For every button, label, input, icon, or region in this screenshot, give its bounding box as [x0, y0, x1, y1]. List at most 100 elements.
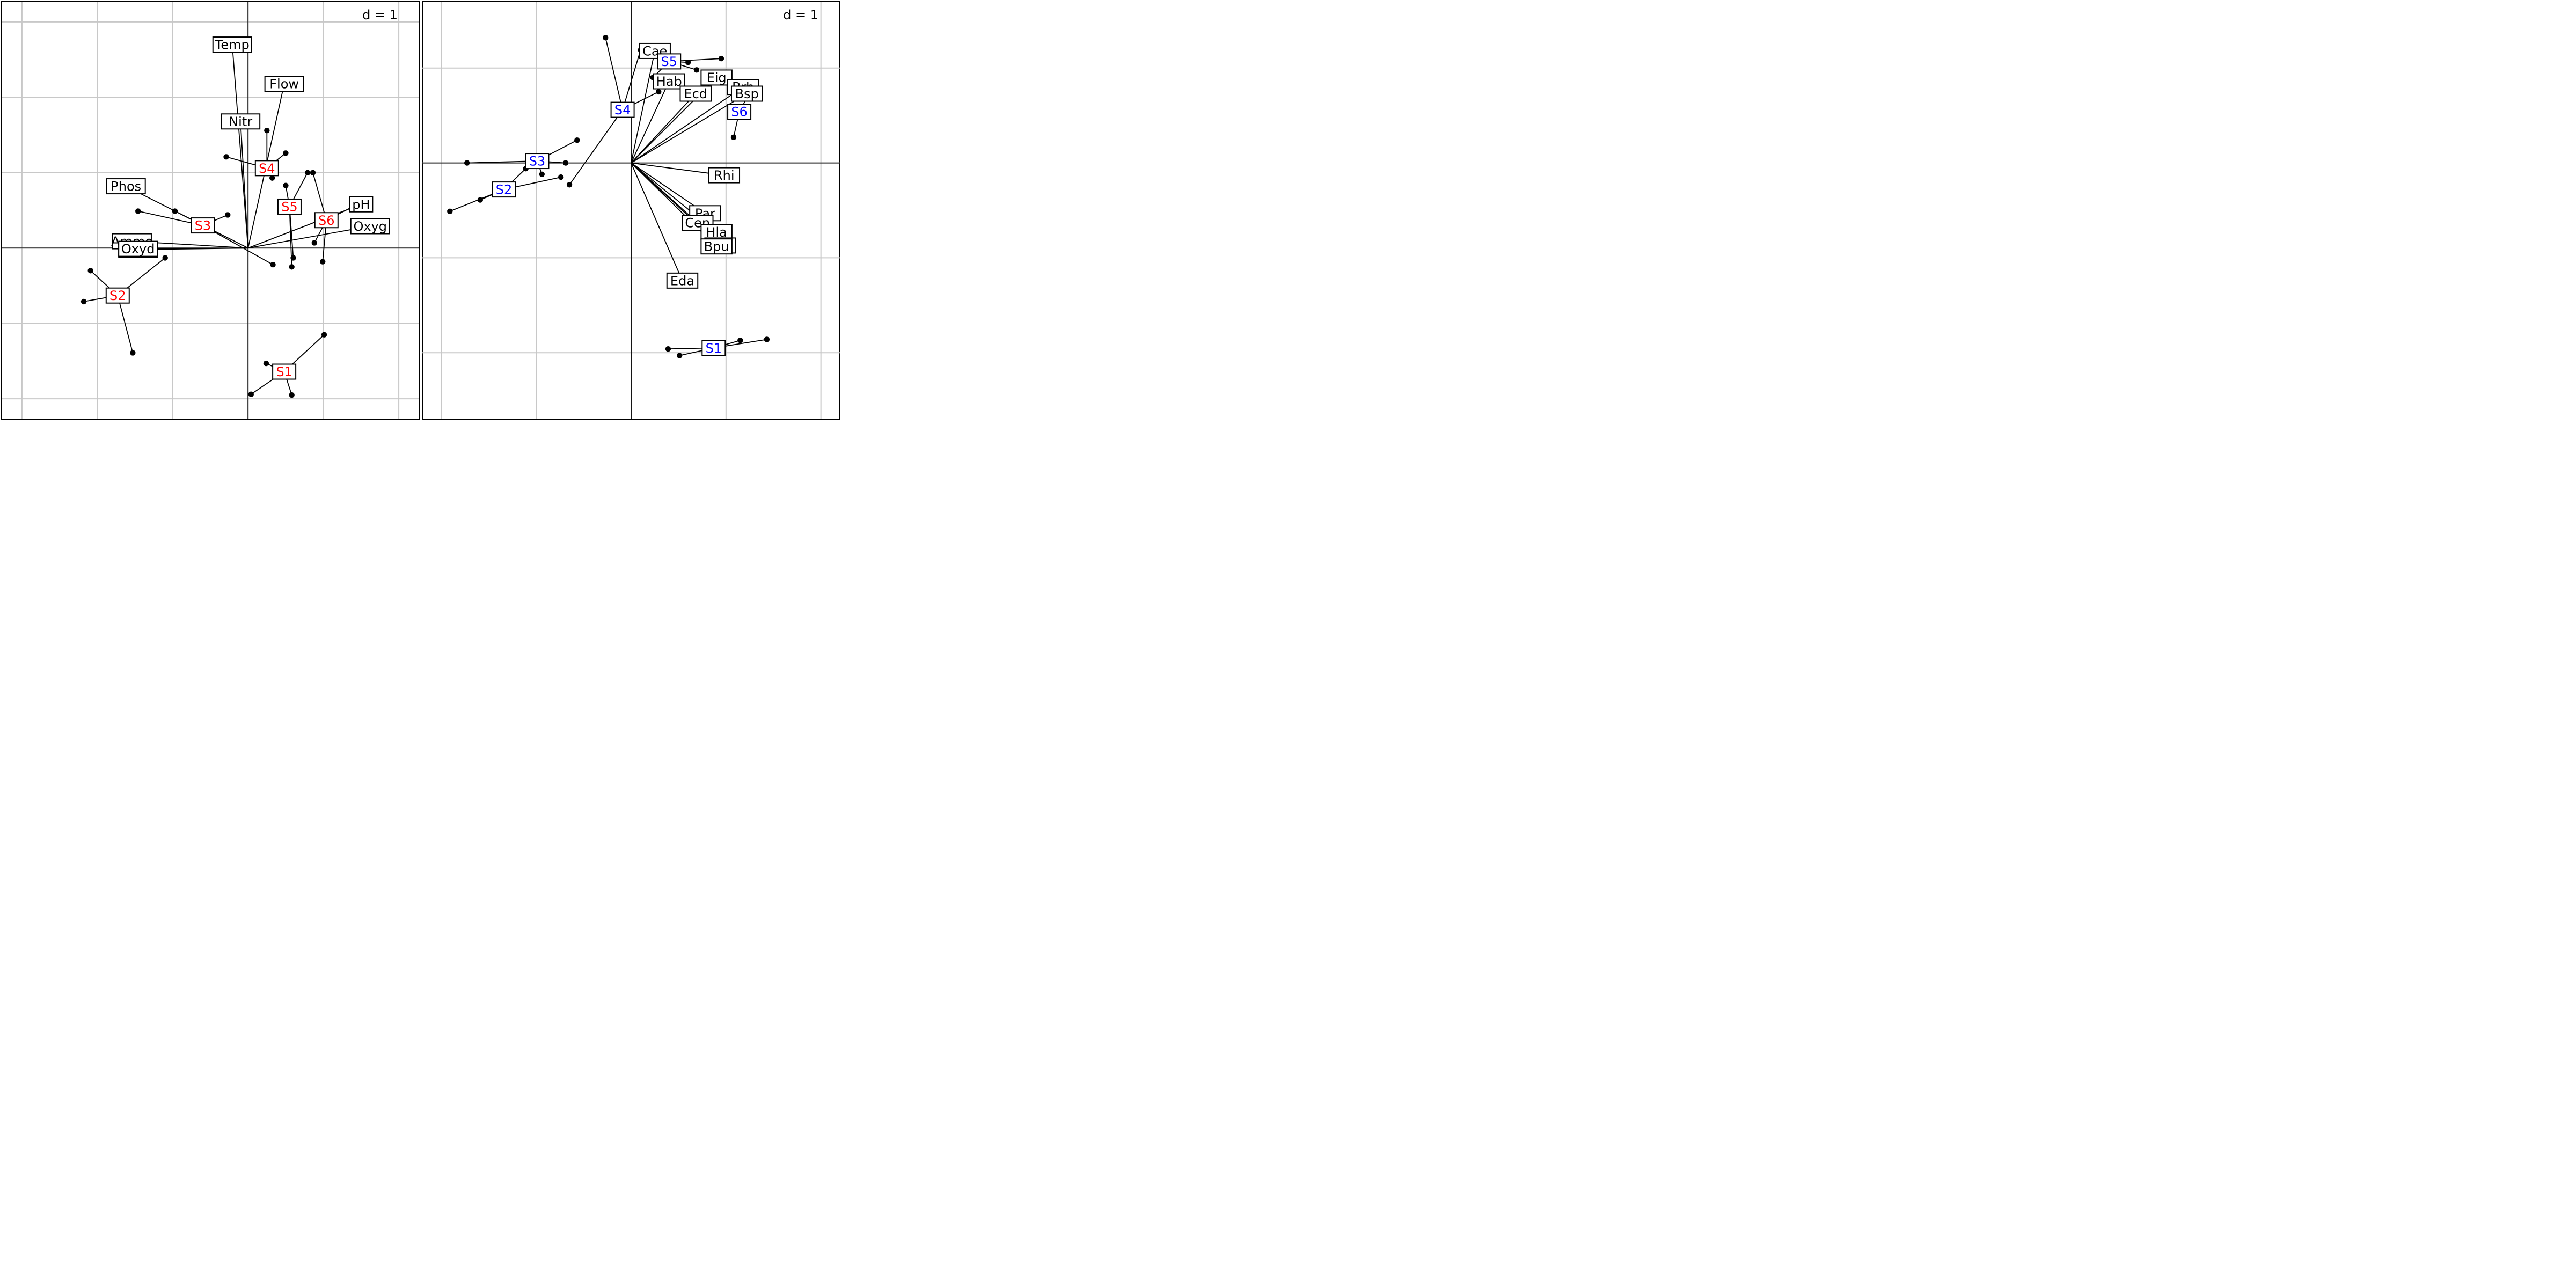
- left-panel-variable-label-box: [264, 76, 304, 92]
- left-panel-group-label-box: [314, 212, 339, 229]
- right-panel-group-label-text: S5: [661, 54, 677, 69]
- right-panel-point-S4: [566, 182, 573, 188]
- right-panel-variable-label-box: [700, 224, 733, 240]
- left-panel-variable-label-box: [349, 196, 374, 213]
- right-panel-variable-label-text: Rhi: [714, 168, 735, 183]
- right-panel-variable-label-text: Hab: [656, 74, 682, 89]
- right-panel-point-S4: [603, 34, 609, 41]
- left-panel-variable-label-text: pH: [352, 197, 370, 212]
- left-panel-group-label-text: S4: [259, 161, 275, 176]
- right-panel-point-S3: [539, 171, 545, 178]
- left-panel-variable-label-text: Temp: [215, 38, 250, 53]
- right-panel-point-S2: [477, 197, 484, 203]
- left-panel-group-label-box: [105, 287, 130, 304]
- right-panel-group-label: S3: [525, 153, 550, 170]
- right-panel-point-S2: [447, 208, 453, 214]
- right-panel-group-label: S4: [610, 101, 635, 118]
- right-panel-variable-label-box: [700, 69, 733, 86]
- left-panel-variable-label-box: [212, 36, 252, 53]
- right-panel-group-label-text: S3: [529, 154, 546, 169]
- left-panel-point-S1: [248, 391, 254, 397]
- right-panel-segment-S4: [569, 109, 623, 185]
- right-panel-scale-label: d = 1: [783, 8, 818, 23]
- left-panel-point-S6: [310, 170, 316, 175]
- left-panel-group-label: S4: [254, 160, 279, 177]
- right-panel-variable-label: Eda: [666, 272, 699, 289]
- right-panel-variable-label-text: Eig: [707, 70, 727, 85]
- left-panel-variable-label-text: Flow: [269, 77, 299, 92]
- right-panel-point-S3: [574, 137, 580, 143]
- left-panel-point-S4: [269, 175, 275, 181]
- right-panel-variable-label: Bpu: [700, 238, 733, 255]
- right-panel-point-S3: [562, 160, 569, 166]
- left-panel-variable-label-box: [350, 218, 390, 235]
- left-panel-group-label-text: S1: [276, 364, 292, 379]
- left-panel-group-label: S3: [191, 217, 215, 234]
- left-panel-point-S3: [270, 261, 276, 268]
- left-panel-sample-points: [80, 127, 361, 398]
- left-panel-variable-label-text: Oxyg: [353, 219, 387, 234]
- left-panel-point-S5: [304, 170, 311, 175]
- right-panel-group-label-text: S1: [706, 341, 722, 356]
- left-panel-point-S6: [320, 259, 326, 265]
- right-panel-group-label-box: [610, 101, 635, 118]
- left-panel-group-label-box: [272, 363, 297, 380]
- right-panel-arrow-Ecd: [631, 92, 697, 164]
- left-panel-frame: [1, 1, 420, 420]
- left-panel-point-S1: [263, 360, 269, 367]
- left-panel-point-S2: [130, 350, 136, 356]
- figure: TempFlowNitrPhospHOxygAmmoOxydOxyd S1S2S…: [1, 1, 840, 420]
- left-panel-group-label-text: S5: [281, 199, 298, 214]
- right-panel-variable-label: Rhi: [708, 167, 741, 184]
- left-panel-point-S3: [172, 208, 178, 214]
- left-panel-group-label-box: [277, 198, 302, 215]
- left-panel-point-S2: [87, 268, 93, 274]
- left-panel-point-S4: [264, 127, 270, 134]
- left-panel-group-label-box: [191, 217, 215, 234]
- right-panel-group-label-box: [492, 181, 516, 198]
- left-panel-group-segments: [83, 130, 358, 396]
- right-panel-point-S6: [730, 134, 737, 141]
- left-panel-variable-label: Phos: [106, 178, 146, 195]
- right-panel-variable-label-box: [730, 85, 763, 102]
- left-panel-point-S5: [283, 182, 289, 188]
- right-panel-variable-label-box: [700, 238, 733, 255]
- left-panel-group-label: S5: [277, 198, 302, 215]
- right-panel-point-S1: [764, 336, 770, 342]
- right-panel-variable-label-box: [653, 73, 685, 90]
- right-panel-variable-label: Eig: [700, 69, 733, 86]
- right-panel-segment-S4: [622, 49, 641, 110]
- left-panel-group-label-box: [254, 160, 279, 177]
- right-panel-group-label: S6: [727, 104, 752, 120]
- right-panel-point-S4: [656, 89, 662, 95]
- left-panel-arrow-pH: [247, 203, 362, 249]
- left-panel-group-label: S2: [105, 287, 130, 304]
- right-panel-origin-axes: [422, 2, 840, 419]
- right-panel-segment-S4: [605, 37, 623, 110]
- left-panel-group-label-text: S3: [195, 218, 211, 233]
- left-panel-point-S3: [135, 208, 141, 214]
- right-panel-variable-label: Bsp: [730, 85, 763, 102]
- left-panel-variable-label: Oxyg: [350, 218, 390, 235]
- right-panel-group-label-box: [525, 153, 550, 170]
- right-panel-group-label-text: S4: [614, 103, 631, 118]
- right-panel-variable-label-box: [708, 167, 741, 184]
- left-panel-variable-label: Temp: [212, 36, 252, 53]
- right-panel-group-label-text: S6: [731, 105, 748, 120]
- left-panel-point-S4: [223, 154, 229, 160]
- right-panel-variable-label-text: Bsp: [735, 86, 759, 101]
- left-panel-point-S1: [321, 332, 327, 338]
- left-panel-point-S2: [80, 298, 87, 305]
- left-panel-group-label-text: S2: [109, 288, 126, 303]
- left-panel-point-S4: [283, 150, 289, 156]
- left-panel-point-S3: [225, 212, 231, 218]
- left-panel-variable-label: Nitr: [221, 113, 261, 130]
- left-panel-variable-labels: TempFlowNitrPhospHOxygAmmoOxydOxyd: [106, 36, 390, 258]
- right-panel-variable-label-text: Eda: [670, 273, 694, 288]
- right-panel-point-S1: [676, 353, 683, 358]
- right-panel-group-label-box: [727, 104, 752, 120]
- right-panel-variable-label: Cae: [639, 42, 671, 59]
- left-panel-variable-label: Oxyd: [118, 240, 158, 257]
- right-panel-variable-label-box: [679, 85, 712, 102]
